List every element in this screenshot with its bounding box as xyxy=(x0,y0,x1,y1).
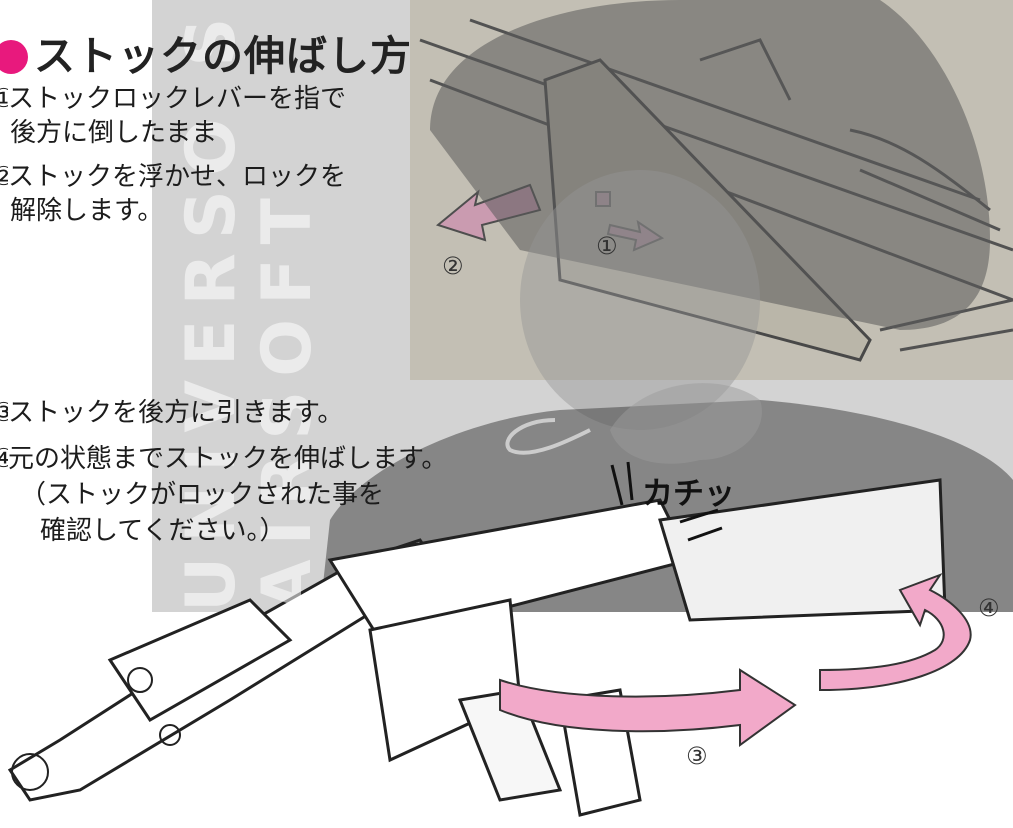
step-1-cont: 後方に倒したまま xyxy=(10,116,217,150)
step-2: ②ストックを浮かせ、ロックを xyxy=(0,160,346,194)
step-2-number: ② xyxy=(0,160,8,194)
step-4-cont-a: （ストックがロックされた事を xyxy=(20,478,384,512)
step-3-number: ③ xyxy=(0,396,8,430)
callout-3: ③ xyxy=(686,742,708,770)
callout-2: ② xyxy=(442,252,464,280)
step-4: ④元の状態までストックを伸ばします。 xyxy=(0,442,447,476)
step-4-number: ④ xyxy=(0,442,8,476)
bullet-dot-icon xyxy=(0,40,28,74)
step-1-line-2: 後方に倒したまま xyxy=(10,118,218,148)
page-title: ストックの伸ばし方 xyxy=(0,22,412,82)
step-1-number: ① xyxy=(0,82,8,116)
step-4-cont-b: 確認してください。） xyxy=(40,514,285,548)
step-3-line-1: ストックを後方に引きます。 xyxy=(8,398,344,428)
step-4-line-2: （ストックがロックされた事を xyxy=(20,480,385,510)
step-4-line-1: 元の状態までストックを伸ばします。 xyxy=(8,444,448,474)
callout-1: ① xyxy=(596,232,618,260)
title-text: ストックの伸ばし方 xyxy=(34,32,412,80)
step-4-line-3: 確認してください。） xyxy=(40,516,286,546)
step-1-line-1: ストックロックレバーを指で xyxy=(8,84,347,114)
step-3: ③ストックを後方に引きます。 xyxy=(0,396,343,430)
step-2-line-1: ストックを浮かせ、ロックを xyxy=(8,162,347,192)
callout-4: ④ xyxy=(978,594,1000,622)
click-sound-label: カチッ xyxy=(642,476,735,512)
step-2-cont: 解除します。 xyxy=(10,194,163,228)
step-2-line-2: 解除します。 xyxy=(10,196,164,226)
step-1: ①ストックロックレバーを指で xyxy=(0,82,346,116)
